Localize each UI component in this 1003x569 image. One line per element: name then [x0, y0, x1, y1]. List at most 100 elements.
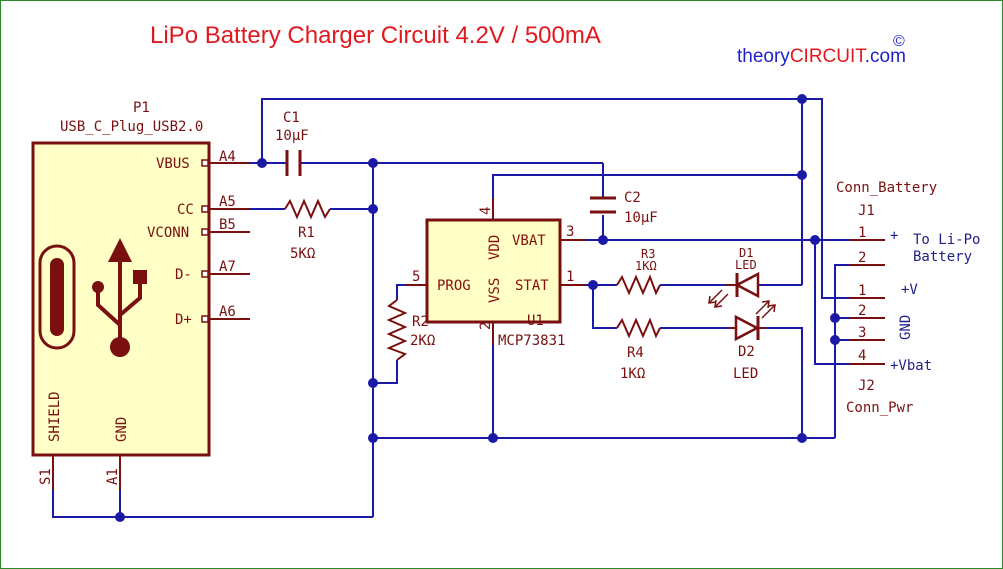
pin-num-a5: A5 [219, 194, 236, 210]
j2-pin-1: 1 [858, 283, 866, 299]
junction [368, 433, 378, 443]
led-light-icon [708, 289, 729, 308]
pin-cc-label: CC [177, 202, 194, 218]
resistor-r2: R2 2KΩ [386, 299, 435, 361]
pin-num-3: 3 [566, 224, 574, 240]
r1-value: 5KΩ [290, 246, 315, 262]
wire-stat-r4 [592, 285, 617, 329]
brand-main: CIRCUIT [790, 46, 867, 67]
pin-vconn-label: VCONN [147, 225, 189, 241]
junction [598, 235, 608, 245]
pin-num-2: 2 [478, 322, 494, 330]
pin-dminus-label: D- [175, 267, 192, 283]
pin-vss-label: VSS [487, 278, 503, 303]
d1-value: LED [735, 258, 757, 272]
usb-c-port-icon [38, 244, 76, 350]
d2-value: LED [733, 366, 758, 382]
pin-vbus-label: VBUS [156, 156, 190, 172]
pin-num-s1: S1 [38, 468, 54, 485]
j2-vbat-note: +Vbat [890, 358, 932, 374]
r1-ref: R1 [298, 225, 315, 241]
capacitor-c2: C2 10µF [590, 190, 658, 226]
resistor-r3: R3 1KΩ [616, 247, 661, 296]
d2-ref: D2 [738, 344, 755, 360]
brand-suffix: .com [865, 46, 906, 67]
c2-ref: C2 [624, 190, 641, 206]
j2-value: Conn_Pwr [846, 400, 913, 416]
j2-pin-2: 2 [858, 303, 866, 319]
wire-shield [52, 455, 373, 518]
j1-value: Conn_Battery [836, 180, 937, 196]
wire-r2-bottom [373, 360, 398, 384]
junctions [115, 94, 840, 522]
junction [115, 512, 125, 522]
wire-d2-gnd [765, 327, 803, 438]
j1-pin-2: 2 [858, 250, 866, 266]
j1-note-line2: Battery [913, 249, 972, 265]
led-light-icon [755, 300, 776, 319]
junction [810, 235, 820, 245]
wire-prog [396, 284, 427, 300]
r4-ref: R4 [627, 345, 644, 361]
r2-value: 2KΩ [410, 333, 435, 349]
pin-num-b5: B5 [219, 217, 236, 233]
pin-num-4: 4 [478, 207, 494, 215]
led-d1: D1 LED [708, 246, 760, 308]
wire-vbat-j2 [814, 240, 885, 365]
junction [488, 433, 498, 443]
connector-j1: Conn_Battery J1 1 2 + To Li-Po Battery [836, 180, 980, 266]
j2-ref: J2 [858, 378, 875, 394]
j2-gnd-note: GND [898, 315, 914, 340]
resistor-r4: R4 1KΩ [616, 317, 661, 382]
j2-pin-3: 3 [858, 325, 866, 341]
pin-num-1: 1 [566, 269, 574, 285]
usb-c-connector: P1 USB_C_Plug_USB2.0 [31, 100, 250, 490]
usb-c-tongue-icon [50, 258, 64, 336]
c1-value: 10µF [275, 128, 309, 144]
pin-num-a1: A1 [105, 468, 121, 485]
junction [368, 378, 378, 388]
j1-note-line1: To Li-Po [913, 232, 980, 248]
pin-stat-label: STAT [515, 278, 549, 294]
pin-dplus-label: D+ [175, 312, 192, 328]
j1-ref: J1 [858, 203, 875, 219]
led-d2: D2 LED [730, 300, 776, 382]
pin-num-a6: A6 [219, 304, 236, 320]
u1-value: MCP73831 [498, 333, 565, 349]
pin-shield-label: SHIELD [47, 391, 63, 442]
r3-value: 1KΩ [635, 259, 657, 273]
junction [797, 94, 807, 104]
ic-mcp73831: VBAT STAT PROG VSS VDD 4 3 1 5 2 U1 MCP7… [405, 198, 585, 349]
brand-logo-text: theoryCIRCUIT.com [737, 46, 906, 67]
pin-num-a4: A4 [219, 149, 236, 165]
r4-value: 1KΩ [620, 366, 645, 382]
wire-vplus [261, 98, 885, 299]
junction [368, 158, 378, 168]
pin-vbat-label: VBAT [512, 233, 546, 249]
d1-ref: D1 [739, 246, 753, 260]
resistor-r1: R1 5KΩ [284, 198, 331, 262]
junction [257, 158, 267, 168]
r3-ref: R3 [641, 247, 655, 261]
connector-j2: 1 2 3 4 +V GND +Vbat J2 Conn_Pwr [846, 282, 932, 416]
u1-ref: U1 [527, 313, 544, 329]
pin-prog-label: PROG [437, 278, 471, 294]
j1-pin-1: 1 [858, 225, 866, 241]
r2-ref: R2 [412, 314, 429, 330]
diagram-title: LiPo Battery Charger Circuit 4.2V / 500m… [150, 22, 601, 49]
pin-vdd-label: VDD [487, 235, 503, 260]
j2-pin-4: 4 [858, 348, 866, 364]
junction [797, 170, 807, 180]
c2-value: 10µF [624, 210, 658, 226]
pin-num-5: 5 [412, 269, 420, 285]
p1-ref: P1 [133, 100, 150, 116]
j1-plus-note: + [890, 228, 898, 244]
ic-body [425, 218, 562, 324]
junction [797, 433, 807, 443]
j2-vplus-note: +V [901, 282, 918, 298]
junction [368, 204, 378, 214]
junction [830, 335, 840, 345]
brand-prefix: theory [737, 46, 790, 67]
p1-value: USB_C_Plug_USB2.0 [60, 119, 203, 135]
